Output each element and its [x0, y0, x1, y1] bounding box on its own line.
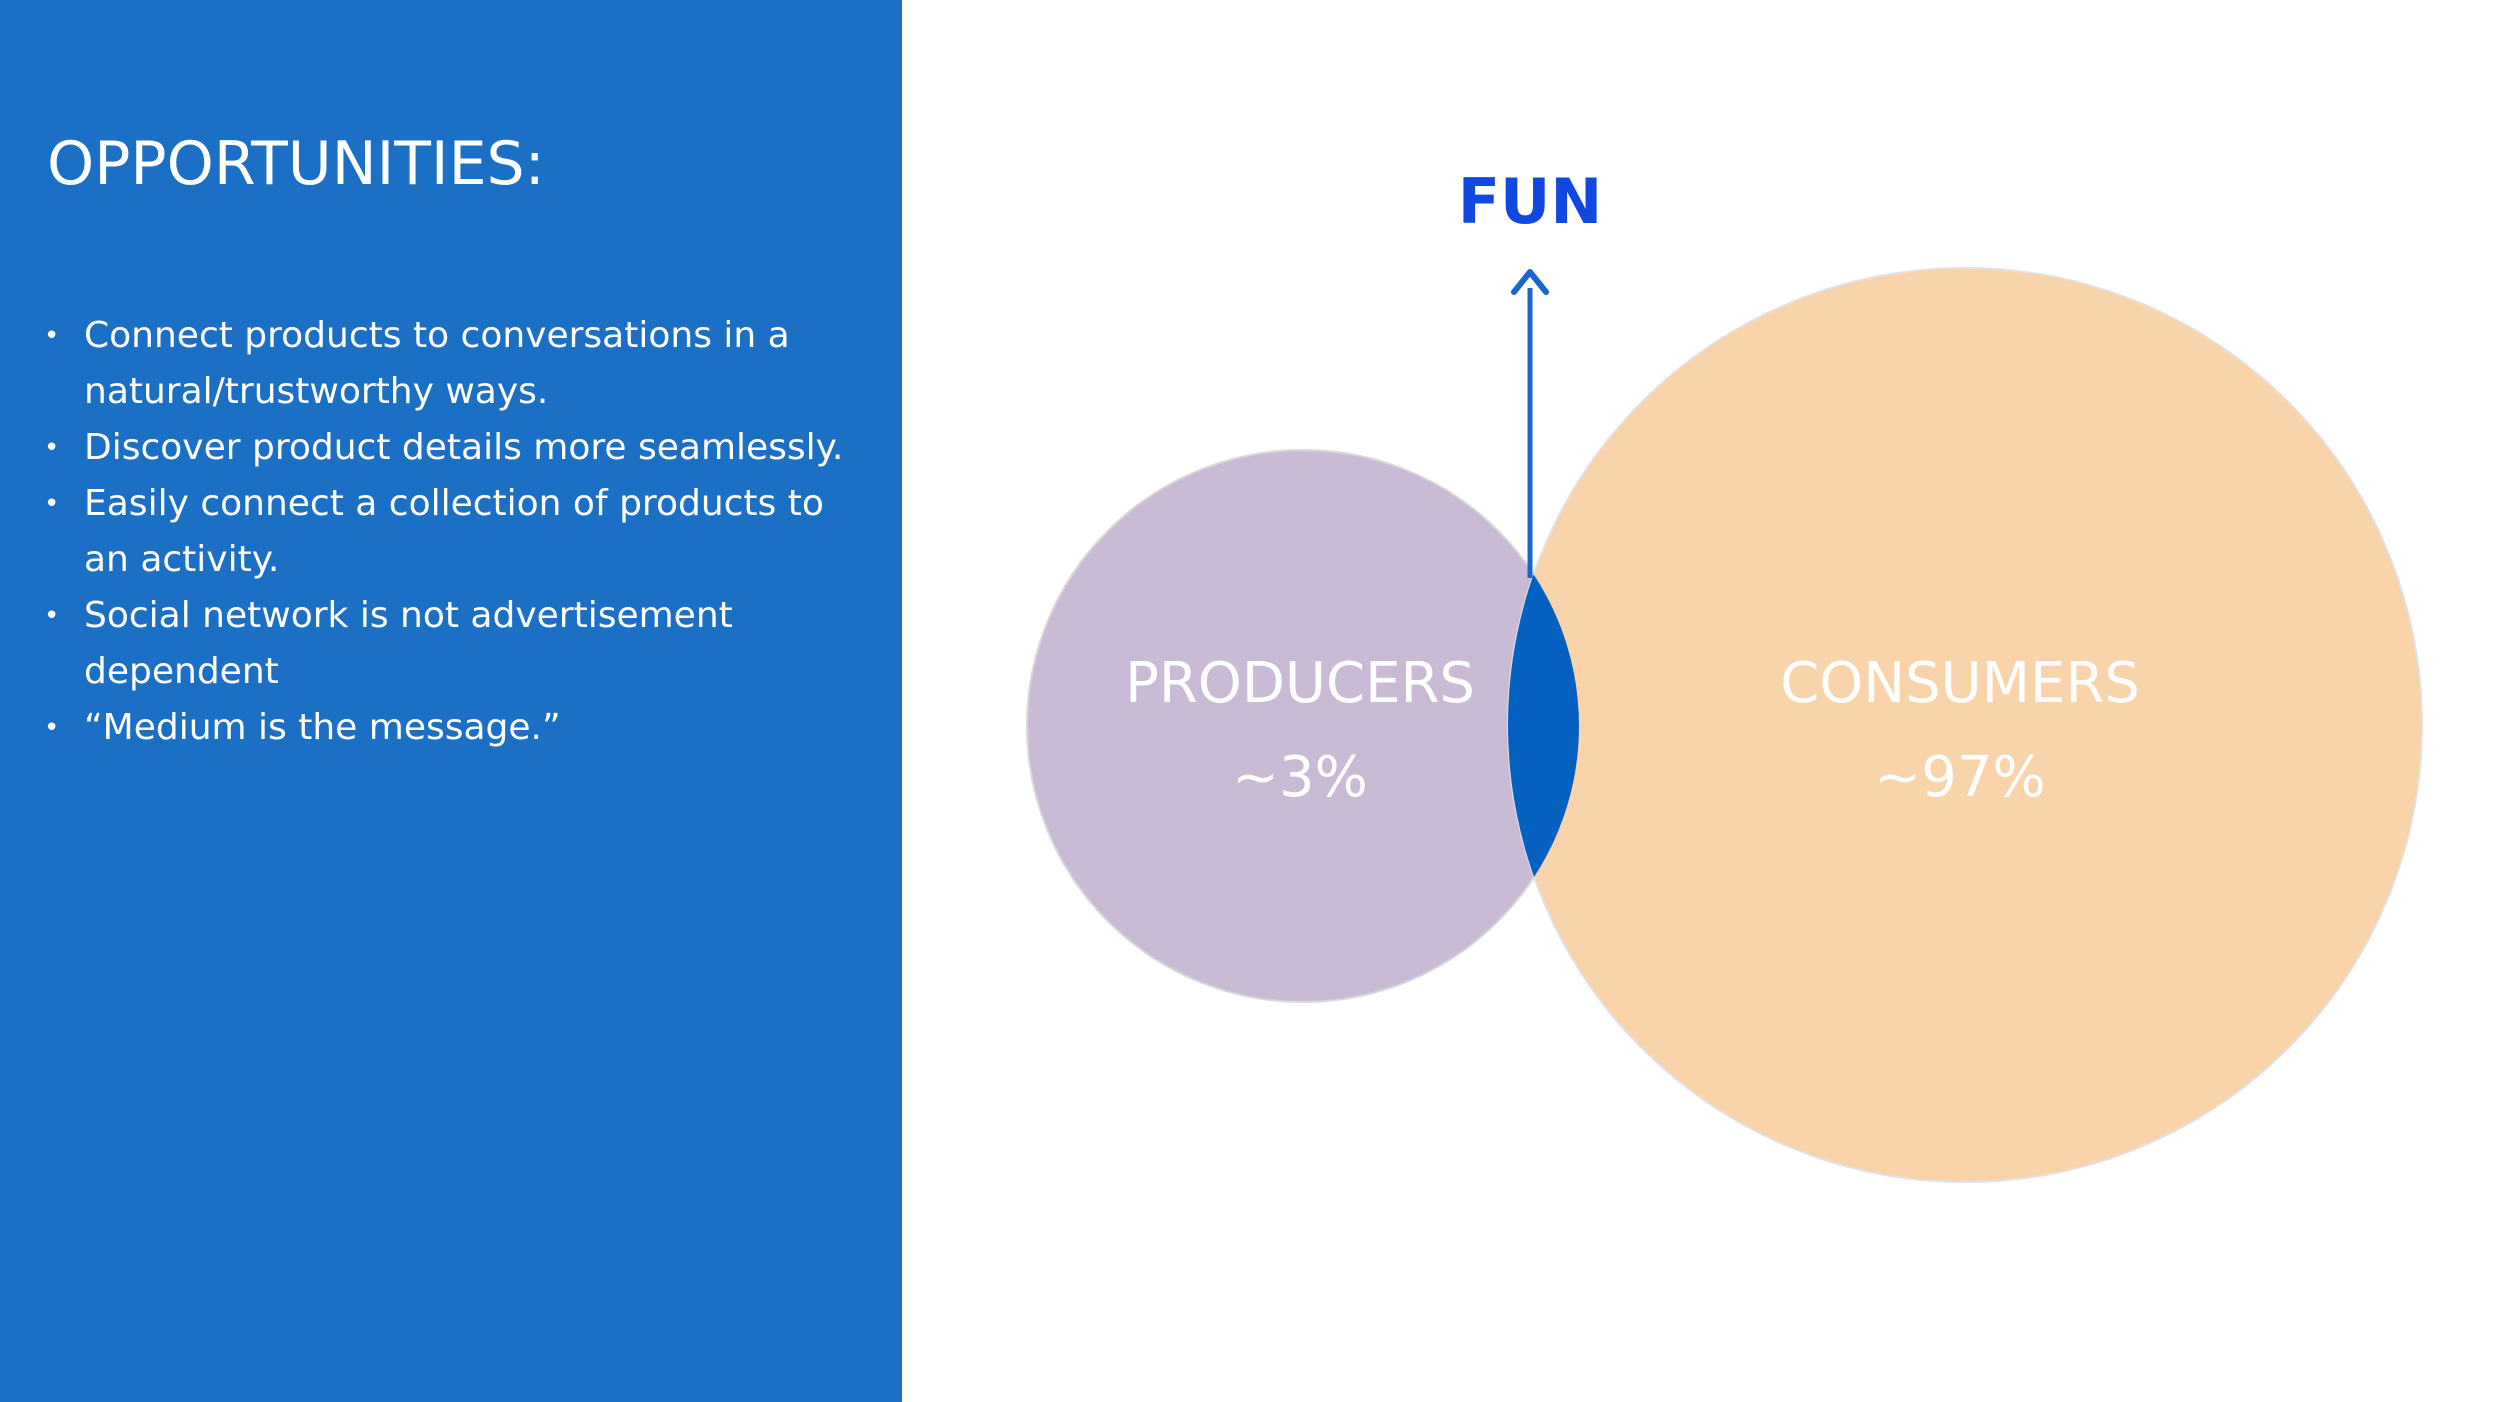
bullet-line: “Medium is the message.”: [84, 707, 561, 748]
bullet-line: an activity.: [84, 539, 280, 580]
bullet-line: Social network is not advertisement: [84, 595, 733, 636]
bullet-line: Connect products to conversations in a: [84, 315, 790, 356]
bullet-item: • Discover product details more seamless…: [40, 420, 860, 476]
bullet-item: • Connect products to conversations in a…: [40, 308, 860, 420]
bullet-line: Discover product details more seamlessly…: [84, 427, 844, 468]
producers-circle: [1026, 449, 1580, 1003]
panel-title: OPPORTUNITIES:: [47, 129, 545, 199]
bullet-dot-icon: •: [44, 489, 60, 519]
bullet-dot-icon: •: [44, 713, 60, 743]
fun-arrow-head-icon: [1511, 269, 1549, 295]
bullet-line: Easily connect a collection of products …: [84, 483, 824, 524]
bullet-dot-icon: •: [44, 321, 60, 351]
opportunities-list: • Connect products to conversations in a…: [40, 308, 860, 756]
bullet-item: • “Medium is the message.”: [40, 700, 860, 756]
producers-label: PRODUCERS: [1125, 651, 1475, 716]
bullet-item: • Social network is not advertisement de…: [40, 588, 860, 700]
consumers-label: CONSUMERS: [1780, 651, 2140, 716]
bullet-item: • Easily connect a collection of product…: [40, 476, 860, 588]
bullet-line: natural/trustworthy ways.: [84, 371, 549, 412]
bullet-dot-icon: •: [44, 433, 60, 463]
opportunities-panel: OPPORTUNITIES: • Connect products to con…: [0, 0, 902, 1402]
bullet-dot-icon: •: [44, 601, 60, 631]
consumers-value: ~97%: [1874, 745, 2045, 810]
fun-label: FUN: [1458, 165, 1603, 238]
producers-value: ~3%: [1232, 745, 1368, 810]
consumers-circle: [1507, 267, 2423, 1183]
bullet-line: dependent: [84, 651, 279, 692]
